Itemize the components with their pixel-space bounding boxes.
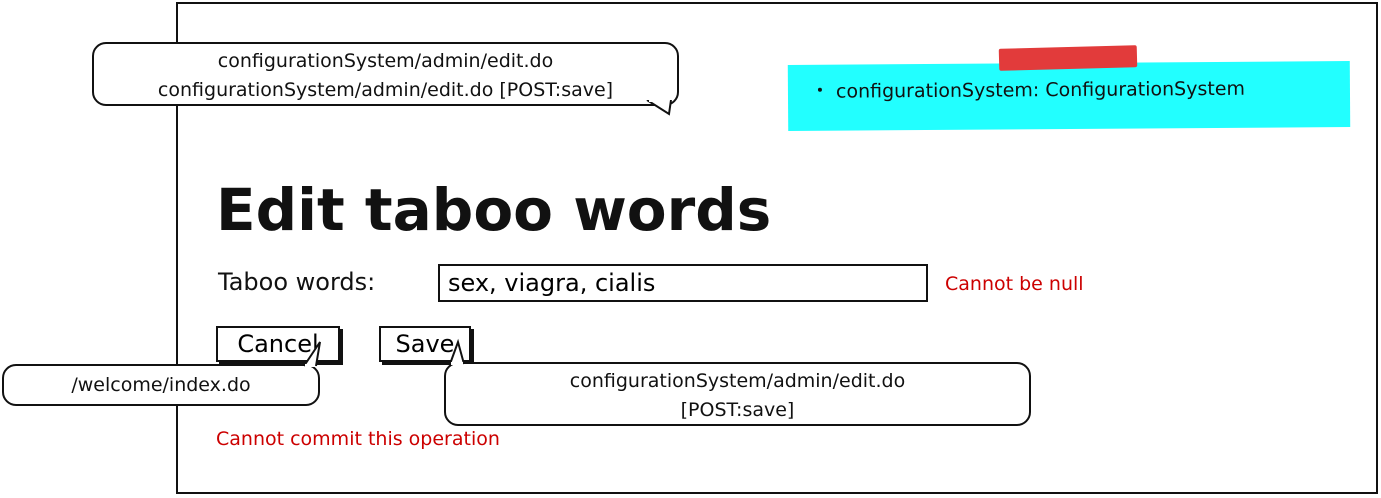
save-button[interactable]: Save <box>379 326 471 362</box>
taboo-words-label: Taboo words: <box>218 268 376 296</box>
commit-error-message: Cannot commit this operation <box>216 428 500 450</box>
bullet-icon <box>817 87 822 92</box>
callout-tail <box>646 100 672 116</box>
callout-tail <box>449 338 465 365</box>
callout-tail <box>303 341 321 367</box>
callout-line: configurationSystem/admin/edit.do <box>569 370 906 392</box>
url-callout-save: configurationSystem/admin/edit.do [POST:… <box>444 362 1031 426</box>
sticky-note: configurationSystem: ConfigurationSystem <box>787 61 1351 131</box>
note-list-item: configurationSystem: ConfigurationSystem <box>817 77 1246 103</box>
callout-line: /welcome/index.do <box>71 374 251 396</box>
url-callout-cancel: /welcome/index.do <box>2 364 320 406</box>
tape-strip <box>998 45 1138 71</box>
taboo-words-input[interactable] <box>438 264 928 302</box>
cancel-button[interactable]: Cancel <box>216 326 340 362</box>
callout-line: configurationSystem/admin/edit.do [POST:… <box>157 79 614 101</box>
taboo-words-error: Cannot be null <box>945 273 1084 295</box>
note-item-text: configurationSystem: ConfigurationSystem <box>835 77 1246 103</box>
page-title: Edit taboo words <box>216 176 772 244</box>
callout-line: [POST:save] <box>680 399 795 421</box>
callout-line: configurationSystem/admin/edit.do <box>217 50 554 72</box>
url-callout-top: configurationSystem/admin/edit.do config… <box>92 42 679 106</box>
